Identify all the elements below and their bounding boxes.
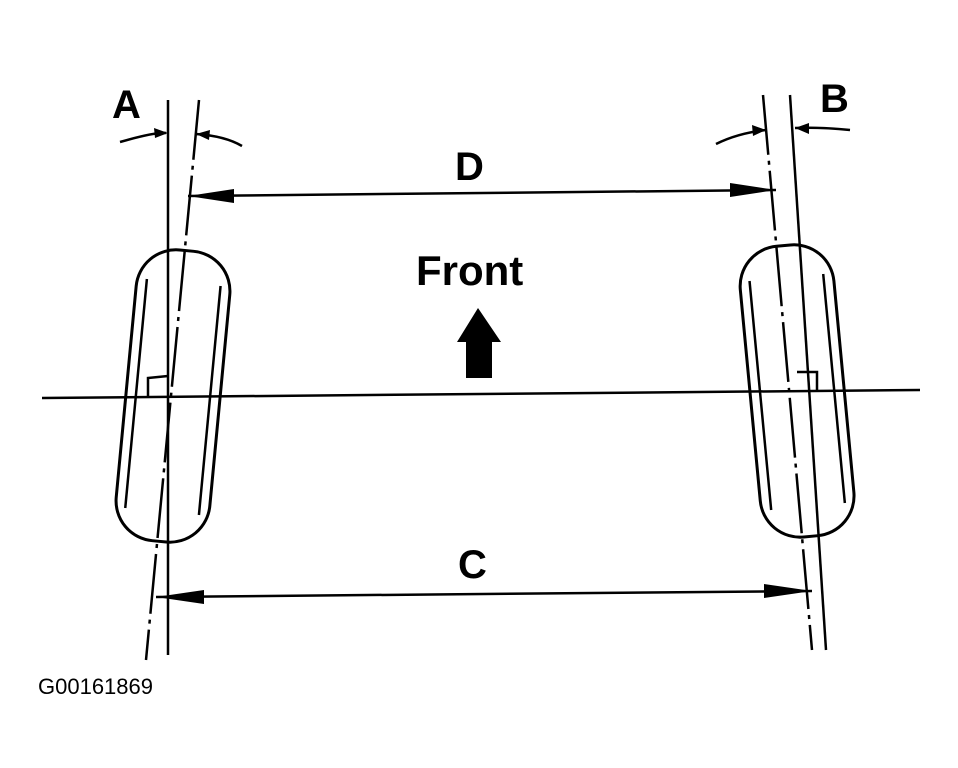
left-tire — [114, 248, 232, 544]
label-c: C — [458, 543, 487, 587]
label-front: Front — [416, 247, 523, 294]
right-tire — [738, 243, 856, 539]
dimension-c-arrowhead-left — [156, 590, 204, 604]
right-right-angle-mark — [797, 370, 819, 390]
right-wheel-centerline — [761, 94, 814, 651]
dimension-c-line — [155, 589, 813, 599]
label-a: A — [112, 83, 141, 127]
figure-code: G00161869 — [38, 674, 153, 699]
right-wheel-group — [715, 94, 856, 651]
front-arrow-icon — [457, 308, 501, 378]
angle-b-arrowhead-left — [752, 125, 766, 136]
left-wheel-group — [114, 99, 243, 661]
dimension-d-arrowhead-left — [188, 189, 234, 203]
left-right-angle-mark — [146, 374, 169, 396]
dimension-d-arrowhead-right — [730, 183, 776, 197]
label-d: D — [455, 145, 484, 189]
dimension-d-line — [187, 188, 777, 198]
angle-a-arrowhead-right — [196, 130, 210, 140]
label-b: B — [820, 77, 849, 121]
axle-centerline — [41, 388, 921, 400]
left-wheel-centerline — [144, 99, 201, 661]
dimension-c-arrowhead-right — [764, 584, 812, 598]
angle-a-arrowhead-left — [154, 128, 168, 138]
angle-b-arrowhead-right — [795, 123, 809, 134]
